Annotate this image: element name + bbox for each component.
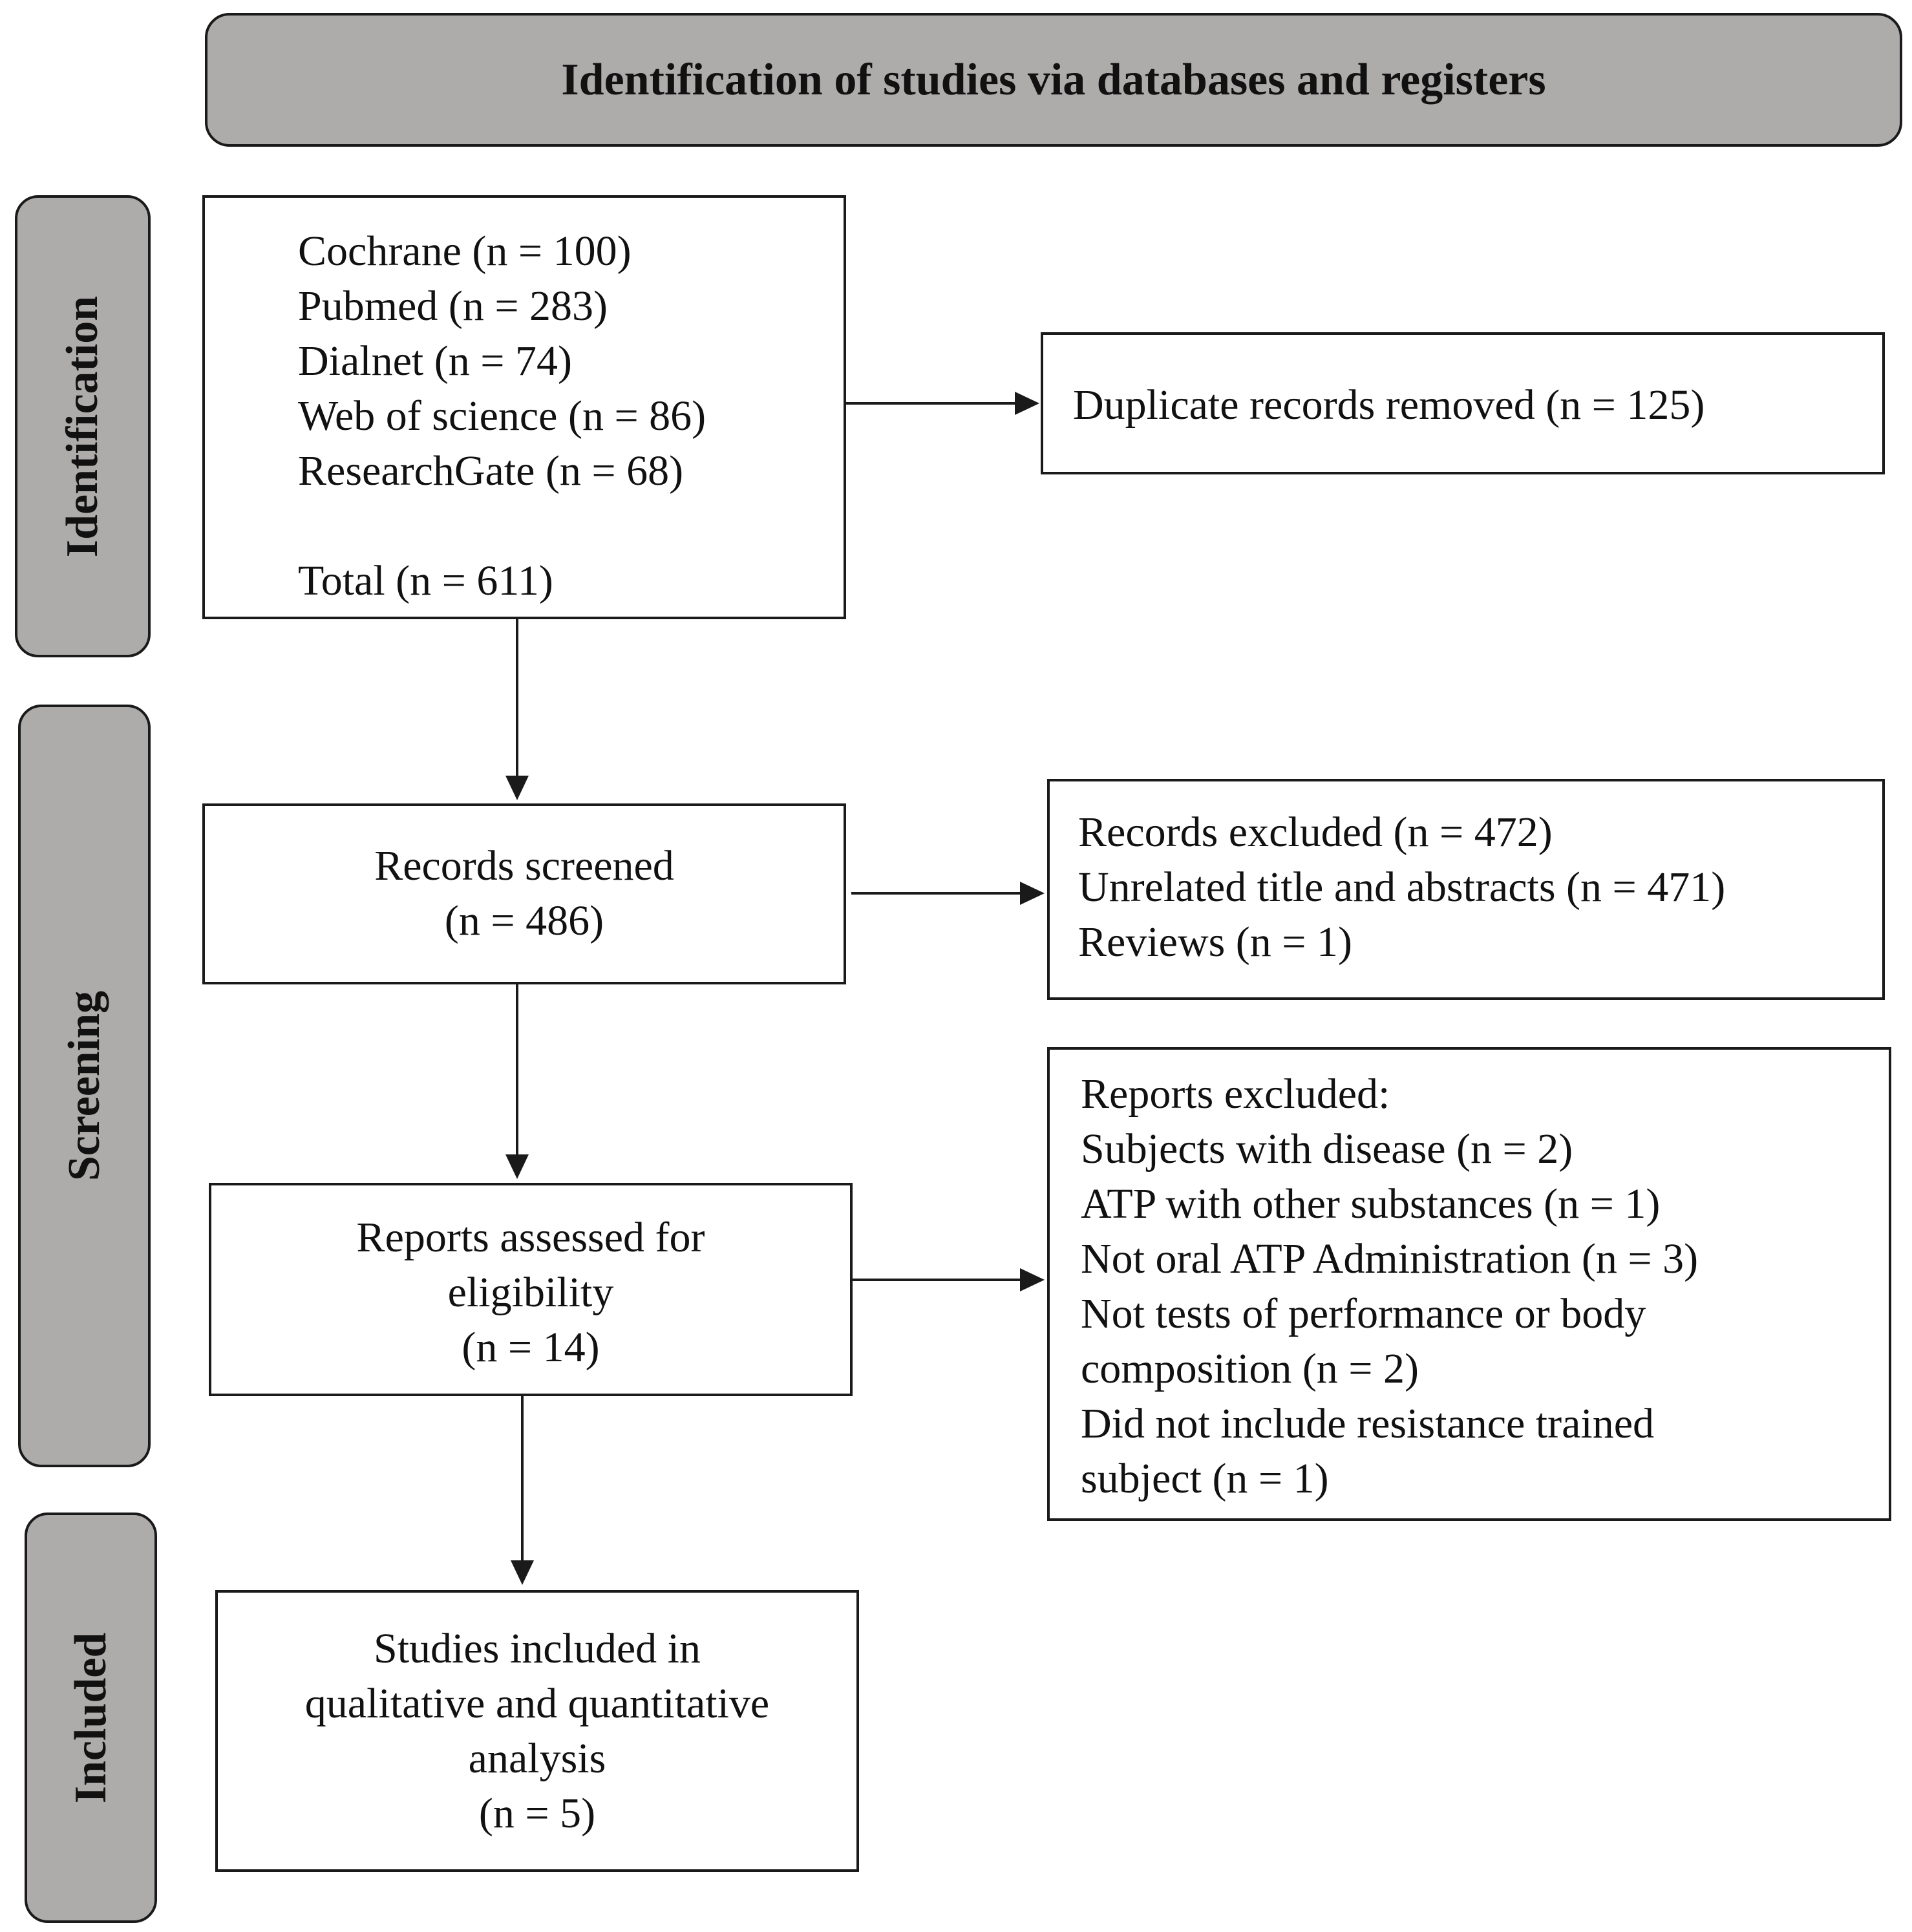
reports-excluded-disease: Subjects with disease (n = 2) [1081, 1125, 1573, 1173]
arrowhead-screened-to-records-excluded [1020, 882, 1045, 905]
records-excluded-box: Records excluded (n = 472) Unrelated tit… [1047, 779, 1885, 1000]
phase-screening: Screening [18, 705, 151, 1467]
source-researchgate: ResearchGate (n = 68) [298, 447, 684, 494]
reports-excluded-resistance-2: subject (n = 1) [1081, 1455, 1329, 1502]
included-box: Studies included in qualitative and quan… [215, 1590, 859, 1872]
records-excluded-reviews: Reviews (n = 1) [1078, 918, 1352, 966]
flow-header-title: Identification of studies via databases … [561, 54, 1546, 105]
included-label-1: Studies included in [374, 1625, 701, 1672]
screened-label: Records screened [374, 842, 674, 889]
source-web-of-science: Web of science (n = 86) [298, 392, 706, 440]
reports-excluded-other-substances: ATP with other substances (n = 1) [1081, 1180, 1661, 1227]
arrowhead-identification-to-duplicates [1015, 392, 1039, 415]
eligibility-box: Reports assessed for eligibility (n = 14… [209, 1183, 853, 1396]
phase-included: Included [25, 1513, 157, 1923]
eligibility-label-2: eligibility [447, 1269, 614, 1316]
flow-header: Identification of studies via databases … [205, 13, 1902, 147]
reports-excluded-not-tests-1: Not tests of performance or body [1081, 1290, 1646, 1337]
identification-box: Cochrane (n = 100) Pubmed (n = 283) Dial… [202, 195, 846, 619]
arrowhead-identification-to-screened [505, 776, 529, 800]
source-cochrane: Cochrane (n = 100) [298, 228, 632, 275]
screened-count: (n = 486) [444, 897, 604, 944]
reports-excluded-box: Reports excluded: Subjects with disease … [1047, 1047, 1891, 1521]
duplicates-box: Duplicate records removed (n = 125) [1041, 332, 1885, 474]
records-excluded-unrelated: Unrelated title and abstracts (n = 471) [1078, 864, 1726, 911]
reports-excluded-heading: Reports excluded: [1081, 1070, 1390, 1118]
reports-excluded-resistance-1: Did not include resistance trained [1081, 1400, 1655, 1447]
eligibility-label-1: Reports assessed for [356, 1214, 705, 1261]
source-pubmed: Pubmed (n = 283) [298, 282, 608, 330]
identification-total: Total (n = 611) [298, 557, 553, 604]
eligibility-count: (n = 14) [462, 1324, 600, 1371]
arrowhead-eligibility-to-included [511, 1560, 534, 1585]
phase-identification: Identification [15, 195, 151, 657]
arrowhead-screened-to-eligibility [505, 1154, 529, 1179]
reports-excluded-not-tests-2: composition (n = 2) [1081, 1345, 1419, 1392]
reports-excluded-not-oral: Not oral ATP Administration (n = 3) [1081, 1235, 1699, 1282]
screened-box: Records screened (n = 486) [202, 803, 846, 984]
included-label-3: analysis [468, 1735, 606, 1782]
records-excluded-total: Records excluded (n = 472) [1078, 809, 1553, 856]
source-dialnet: Dialnet (n = 74) [298, 337, 572, 385]
arrowhead-eligibility-to-reports-excluded [1020, 1268, 1045, 1291]
duplicates-text: Duplicate records removed (n = 125) [1073, 381, 1705, 429]
included-label-2: qualitative and quantitative [304, 1680, 770, 1727]
included-count: (n = 5) [478, 1790, 596, 1837]
